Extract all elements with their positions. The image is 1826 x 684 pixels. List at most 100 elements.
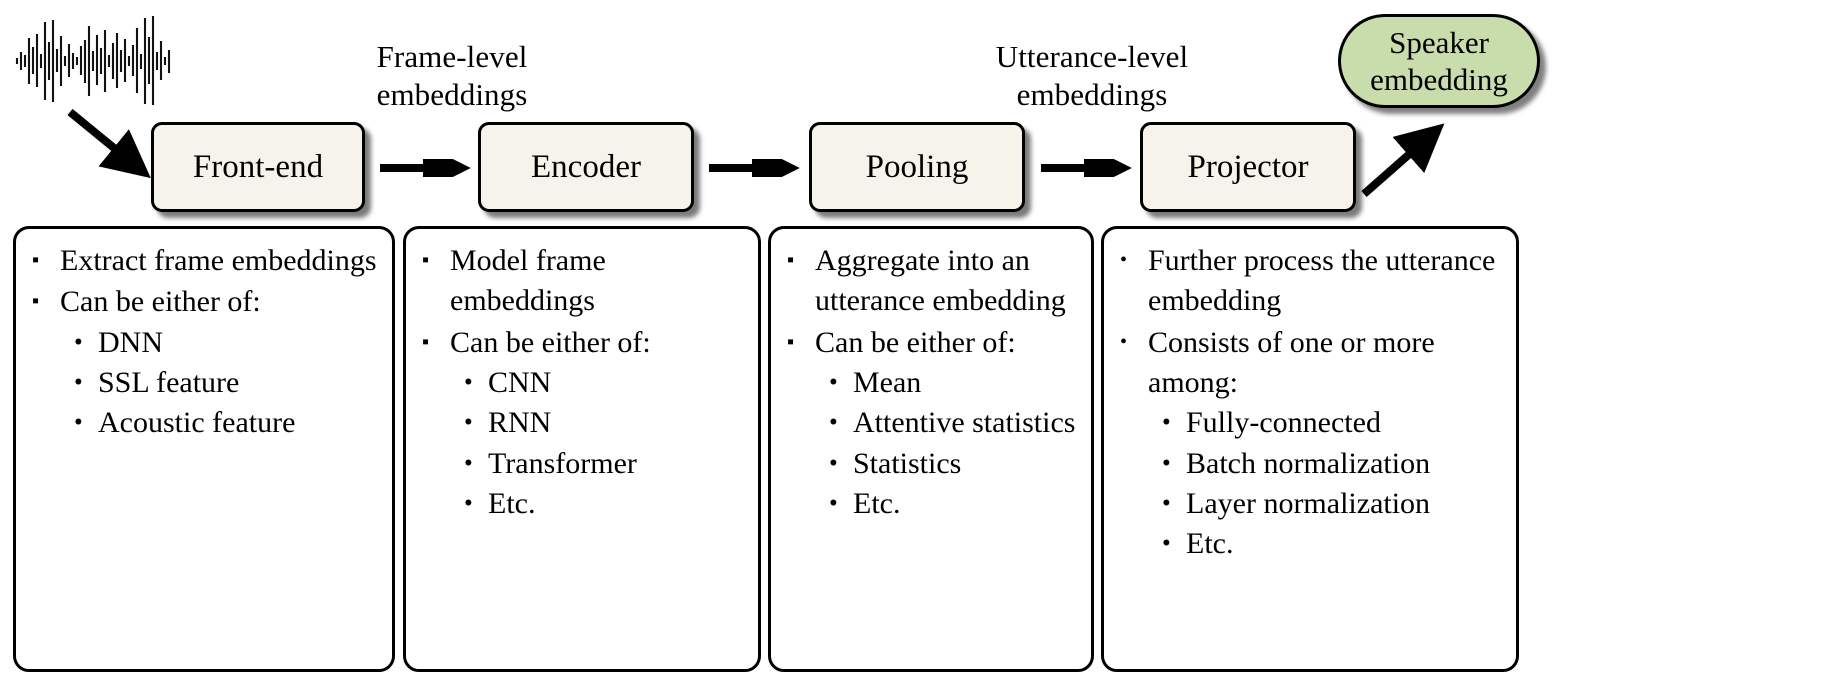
round-bullet-icon: • (1162, 409, 1171, 437)
square-bullet-icon: ▪ (32, 249, 40, 271)
list-item: • Attentive statistics (807, 403, 1083, 443)
list-item-label: Statistics (853, 446, 962, 480)
list-item: ▪ Can be either of: • DNN • SSL feature • Acous… (30, 282, 384, 443)
list-item: ▪ Aggregate into an utterance embedding (785, 241, 1083, 322)
square-bullet-icon: ▪ (32, 290, 40, 313)
description-list-projector: • Further process the utterance embedding… (1118, 241, 1508, 565)
square-bullet-icon: ▪ (422, 330, 430, 353)
list-item: • Consists of one or more among: • Fully-co… (1118, 323, 1508, 565)
stage-box-pooling-label: Pooling (865, 148, 969, 185)
round-bullet-icon: • (1120, 330, 1128, 353)
list-item-label: Layer normalization (1186, 487, 1431, 521)
list-item: • Acoustic feature (52, 403, 384, 443)
list-item-label: CNN (488, 366, 552, 400)
stage-box-projector[interactable]: Projector (1140, 122, 1356, 212)
round-bullet-icon: • (829, 449, 838, 477)
list-item-label: Etc. (1186, 527, 1234, 561)
stage-box-projector-label: Projector (1187, 148, 1309, 185)
list-item-label: Etc. (488, 487, 536, 521)
list-item: • RNN (442, 403, 750, 443)
round-bullet-icon: • (829, 409, 838, 437)
list-item-label: Further process the utterance embedding (1148, 244, 1496, 318)
list-item-label: Can be either of: (60, 285, 261, 319)
description-box-projector: • Further process the utterance embedding… (1101, 226, 1519, 672)
list-item: • SSL feature (52, 363, 384, 403)
round-bullet-icon: • (74, 369, 83, 397)
audio-waveform-icon (14, 14, 174, 106)
round-bullet-icon: • (1162, 449, 1171, 477)
list-item-label: Batch normalization (1186, 446, 1431, 480)
list-item-label: SSL feature (98, 366, 240, 400)
speaker-embedding-pill[interactable]: Speaker embedding (1338, 14, 1540, 108)
list-item: • Statistics (807, 444, 1083, 484)
stage-box-pooling[interactable]: Pooling (809, 122, 1025, 212)
stage-box-front-end[interactable]: Front-end (151, 122, 365, 212)
list-item-label: Mean (853, 366, 922, 400)
list-item: ▪Can be either of:•Mean•Attentive statis… (785, 323, 1083, 525)
list-item-label: DNN (98, 325, 163, 359)
list-item-label: Consists of one or more among: (1148, 325, 1435, 400)
round-bullet-icon: • (1162, 490, 1171, 518)
list-item-label: Can be either of: (450, 325, 651, 359)
list-item: ▪ Model frame embeddings (420, 241, 750, 322)
round-bullet-icon: • (74, 409, 83, 437)
description-box-pooling: ▪Aggregate into an utterance embedding▪C… (768, 226, 1094, 672)
stage-box-front-end-label: Front-end (192, 148, 324, 185)
arrow-projector-to-speaker-embedding (1354, 96, 1464, 206)
round-bullet-icon: • (464, 449, 473, 477)
description-pooling-sublist: • Mean • Attentive statistics • Statistics • Et… (807, 363, 1083, 524)
arrow-encoder-to-pooling (707, 144, 801, 192)
list-item: • Etc. (1140, 524, 1508, 564)
list-item-label: Fully-connected (1186, 406, 1381, 440)
round-bullet-icon: • (829, 490, 838, 518)
list-item: ▪ Extract frame embeddings (30, 241, 384, 281)
list-item: • DNN (52, 323, 384, 363)
description-box-encoder: ▪ Model frame embeddings ▪ Can be either of… (403, 226, 761, 672)
round-bullet-icon: • (1120, 249, 1128, 271)
list-item: • Further process the utterance embedding (1118, 241, 1508, 322)
round-bullet-icon: • (829, 369, 838, 397)
list-item: ▪ Can be either of: • CNN • RNN • Transformer • E… (420, 323, 750, 525)
description-list-front-end: ▪ Extract frame embeddings ▪ Can be either … (30, 241, 384, 444)
list-item: • Fully-connected (1140, 403, 1508, 443)
speaker-embedding-line2: embedding (1370, 62, 1508, 97)
square-bullet-icon: ▪ (787, 249, 795, 271)
arrow-input-to-frontend (62, 104, 172, 214)
list-item: • Mean (807, 363, 1083, 403)
list-item-label: Transformer (488, 446, 637, 480)
round-bullet-icon: • (74, 328, 83, 356)
list-item-label: Acoustic feature (98, 406, 296, 440)
description-list-encoder: ▪ Model frame embeddings ▪ Can be either of… (420, 241, 750, 524)
description-front-end-sublist: • DNN • SSL feature • Acoustic feature (52, 323, 384, 444)
list-item: • Etc. (442, 484, 750, 524)
edge-label-frame-level: Frame-level embeddings (376, 39, 528, 113)
list-item: • Batch normalization (1140, 444, 1508, 484)
list-item-label: Extract frame embeddings (60, 244, 377, 277)
list-item-label: RNN (488, 406, 552, 440)
list-item: • Transformer (442, 444, 750, 484)
stage-box-encoder[interactable]: Encoder (478, 122, 694, 212)
description-list-pooling: ▪Aggregate into an utterance embedding▪C… (785, 241, 1083, 524)
description-box-front-end: ▪ Extract frame embeddings ▪ Can be either … (13, 226, 395, 672)
list-item-label: Model frame embeddings (450, 244, 606, 318)
arrow-pooling-to-projector (1039, 144, 1133, 192)
list-item: • CNN (442, 363, 750, 403)
list-item: • Etc. (807, 484, 1083, 524)
edge-label-utterance-level: Utterance-level embeddings (995, 39, 1189, 113)
description-projector-sublist: • Fully-connected • Batch normalization • Lay… (1140, 403, 1508, 564)
round-bullet-icon: • (1162, 530, 1171, 558)
list-item: • Layer normalization (1140, 484, 1508, 524)
round-bullet-icon: • (464, 490, 473, 518)
round-bullet-icon: • (464, 409, 473, 437)
speaker-embedding-line1: Speaker (1389, 24, 1489, 60)
list-item-label: Attentive statistics (853, 406, 1076, 440)
description-encoder-sublist: • CNN • RNN • Transformer • Etc. (442, 363, 750, 524)
arrow-frontend-to-encoder (378, 144, 472, 192)
square-bullet-icon: ▪ (422, 249, 430, 271)
round-bullet-icon: • (464, 369, 473, 397)
square-bullet-icon: ▪ (787, 330, 795, 353)
stage-box-encoder-label: Encoder (531, 148, 641, 185)
list-item-label: Etc. (853, 487, 901, 521)
list-item-label: Aggregate into an utterance embedding (815, 244, 1066, 318)
